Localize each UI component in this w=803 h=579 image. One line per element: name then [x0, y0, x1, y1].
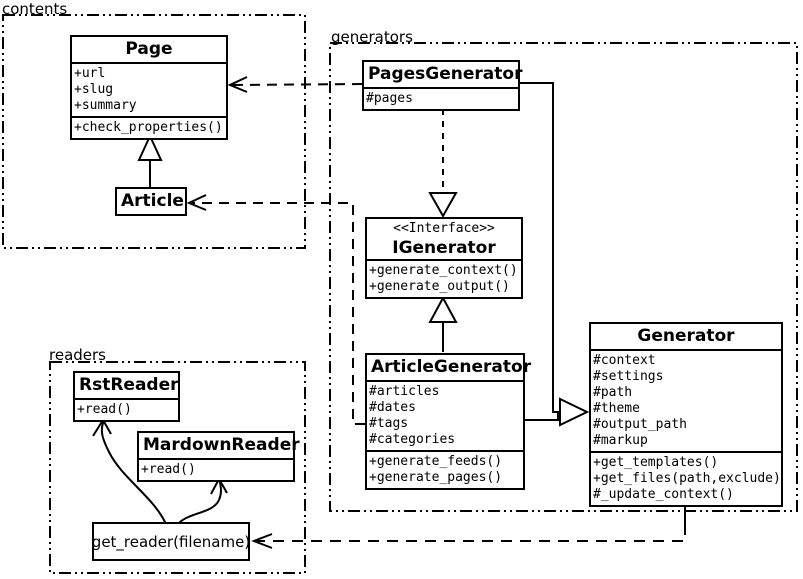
- method-row: +generate_feeds(): [369, 454, 503, 469]
- methods-section: +generate_feeds() +generate_pages(): [367, 450, 523, 488]
- attribute-row: #dates: [369, 400, 416, 415]
- class-box-igenerator: <<Interface>> IGenerator +generate_conte…: [365, 217, 523, 299]
- method-row: #_update_context(): [593, 487, 734, 502]
- dependency-generator-to-getreader: [257, 524, 686, 542]
- methods-section: +check_properties(): [72, 116, 226, 138]
- interface-stereotype: <<Interface>>: [393, 221, 495, 236]
- attribute-row: #output_path: [593, 417, 687, 432]
- method-row: +generate_context(): [369, 263, 518, 278]
- generalization-pagesgenerator-to-generator: [520, 82, 560, 413]
- generalization-triangle-generator: [559, 397, 590, 427]
- package-label-readers: readers: [49, 346, 106, 364]
- method-row: +get_files(path,exclude): [593, 471, 781, 486]
- function-box-get-reader: get_reader(filename): [92, 522, 250, 561]
- class-box-articlegenerator: ArticleGenerator #articles #dates #tags …: [365, 353, 532, 490]
- realization-triangle-igenerator-top: [428, 192, 458, 219]
- attribute-row: #pages: [366, 91, 413, 106]
- attributes-section: #pages: [364, 87, 518, 109]
- class-box-generator: Generator #context #settings #path #them…: [589, 322, 783, 507]
- class-box-pagesgenerator: PagesGenerator #pages: [362, 60, 523, 111]
- class-box-mardownreader: MardownReader +read(): [137, 431, 300, 482]
- attribute-row: #categories: [369, 432, 456, 447]
- class-box-rstreader: RstReader +read(): [73, 371, 180, 422]
- method-row: +get_templates(): [593, 455, 719, 470]
- attribute-row: +slug: [74, 82, 114, 97]
- attribute-row: #markup: [593, 433, 648, 448]
- methods-section: +get_templates() +get_files(path,exclude…: [591, 451, 781, 505]
- class-title: Generator: [637, 326, 735, 346]
- class-box-page: Page +url +slug +summary +check_properti…: [70, 35, 228, 140]
- class-title: IGenerator: [392, 238, 496, 258]
- dependency-articlegenerator-to-article: [191, 202, 365, 425]
- generalization-articlegenerator-to-generator: [525, 411, 560, 421]
- call-arrow-getreader-to-rstreader: [100, 422, 166, 523]
- attribute-row: #settings: [593, 369, 664, 384]
- methods-section: +generate_context() +generate_output(): [367, 259, 521, 297]
- dependency-pagesgenerator-to-page: [232, 83, 363, 86]
- method-row: +read(): [141, 462, 196, 477]
- generalization-triangle-page: [137, 133, 163, 161]
- package-label-generators: generators: [331, 28, 413, 46]
- package-border-readers: [49, 361, 306, 574]
- methods-section: +read(): [139, 458, 293, 480]
- attribute-row: #path: [593, 385, 633, 400]
- attribute-row: #articles: [369, 384, 440, 399]
- package-border-contents: [2, 14, 306, 249]
- attributes-section: #context #settings #path #theme #output_…: [591, 349, 781, 451]
- attribute-row: #tags: [369, 416, 409, 431]
- generalization-triangle-igenerator-bottom: [428, 295, 458, 323]
- methods-section: +read(): [75, 398, 178, 420]
- class-title: Page: [125, 39, 173, 59]
- class-title: PagesGenerator: [368, 64, 523, 84]
- call-arrow-getreader-to-mardownreader: [179, 481, 222, 523]
- attributes-section: #articles #dates #tags #categories: [367, 380, 523, 450]
- attribute-row: +summary: [74, 98, 137, 113]
- class-title: Article: [121, 191, 184, 211]
- method-row: +check_properties(): [74, 120, 223, 135]
- method-row: +generate_pages(): [369, 470, 503, 485]
- class-title: RstReader: [79, 375, 179, 395]
- function-label: get_reader(filename): [91, 532, 251, 551]
- class-box-article: Article: [115, 187, 187, 216]
- attributes-section: +url +slug +summary: [72, 62, 226, 116]
- class-title: MardownReader: [143, 435, 300, 455]
- open-arrowhead-at-page: [227, 76, 248, 93]
- attribute-row: +url: [74, 66, 106, 81]
- open-arrowhead-at-getreader: [251, 533, 273, 549]
- open-arrowhead-at-article: [186, 194, 207, 211]
- attribute-row: #theme: [593, 401, 640, 416]
- class-title: ArticleGenerator: [371, 357, 532, 377]
- method-row: +generate_output(): [369, 279, 510, 294]
- package-label-contents: contents: [2, 0, 68, 18]
- method-row: +read(): [77, 402, 132, 417]
- attribute-row: #context: [593, 353, 656, 368]
- package-border-generators: [329, 42, 798, 512]
